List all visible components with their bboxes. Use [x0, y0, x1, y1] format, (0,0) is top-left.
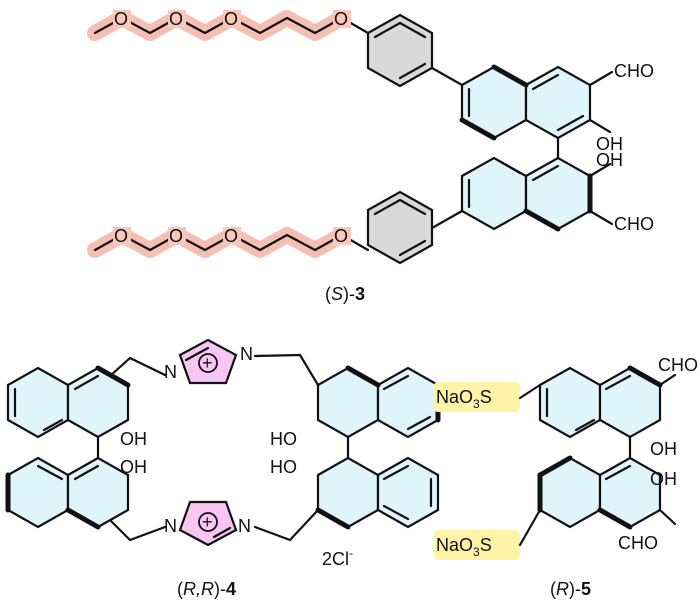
hydroxyl-label-upper: OH — [596, 134, 623, 154]
oxygen-label: O — [169, 226, 183, 246]
aldehyde-label-lower: CHO — [614, 214, 654, 234]
aldehyde-label-lower: CHO — [618, 533, 658, 553]
peg-oxygen-labels-lower: O O O O — [113, 226, 351, 246]
positive-charge-top: + — [202, 353, 213, 373]
caption-compound-5: (R)-5 — [550, 579, 591, 599]
compound-5: NaO3S CHO OH OH CHO NaO3S (R)-5 — [434, 355, 698, 599]
naphthalene-upper — [459, 64, 592, 141]
naphthalene-4-left-lower — [5, 456, 130, 530]
oxygen-label: O — [114, 226, 128, 246]
sulfonate-highlight-lower — [434, 530, 520, 560]
hydroxyl-label: OH — [120, 457, 147, 477]
hydroxyl-label-lower: OH — [596, 150, 623, 170]
oxygen-label: O — [224, 226, 238, 246]
phenyl-ring-lower — [366, 190, 434, 265]
nitrogen-label: N — [164, 516, 177, 536]
imidazolium-ring-top — [178, 338, 238, 385]
naphthalene-4-right-upper — [316, 365, 441, 439]
naphthalene-5-lower — [537, 455, 662, 530]
sulfonate-highlight-upper — [434, 382, 520, 412]
oxygen-label: O — [334, 226, 348, 246]
compound-4: + N N + N N OH — [5, 338, 441, 599]
hydroxyl-label: HO — [270, 429, 297, 449]
nitrogen-label: N — [164, 362, 177, 382]
naphthalene-4-left-upper — [6, 365, 131, 439]
imidazolium-ring-bottom — [178, 500, 238, 547]
oxygen-label: O — [114, 9, 128, 29]
aldehyde-label-upper: CHO — [658, 355, 698, 375]
caption-compound-4: (R,R)-4 — [177, 579, 236, 599]
peg-oxygen-labels-upper: O O O O — [113, 9, 351, 29]
hydroxyl-label: HO — [270, 457, 297, 477]
naphthalene-lower — [460, 156, 593, 232]
caption-compound-3: (S)-3 — [325, 284, 365, 304]
nitrogen-label: N — [240, 344, 253, 364]
positive-charge-bottom: + — [202, 512, 213, 532]
sulfonate-label-lower: NaO3S — [436, 535, 492, 559]
oxygen-label: O — [169, 9, 183, 29]
hydroxyl-label-lower: OH — [650, 469, 677, 489]
hydroxyl-label: OH — [120, 429, 147, 449]
nitrogen-label: N — [238, 516, 251, 536]
oxygen-label: O — [334, 9, 348, 29]
phenyl-ring-upper — [366, 13, 434, 88]
naphthalene-4-right-lower — [315, 456, 440, 530]
naphthalene-5-upper — [538, 365, 663, 439]
compound-3: O O O O O O O O — [87, 9, 654, 304]
aldehyde-label-upper: CHO — [614, 61, 654, 81]
hydroxyl-label-upper: OH — [650, 439, 677, 459]
sulfonate-label-upper: NaO3S — [436, 387, 492, 411]
counterion-label: 2Cl- — [322, 546, 353, 569]
oxygen-label: O — [224, 9, 238, 29]
